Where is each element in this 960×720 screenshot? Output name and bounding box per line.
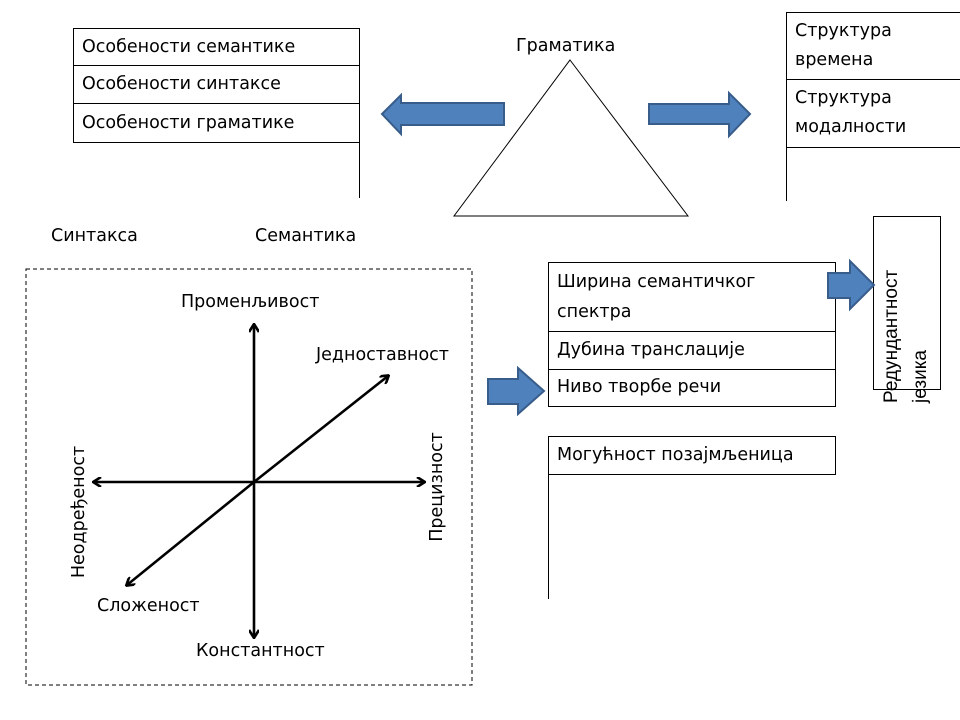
row-text: Структура: [795, 21, 892, 41]
axis-label-down: Константност: [196, 641, 325, 661]
grammar-triangle: [453, 59, 690, 217]
table-row: Ниво творбе речи: [548, 369, 836, 407]
row-text: Ниво творбе речи: [557, 377, 722, 397]
table-row: Структура модалности: [786, 79, 960, 148]
redundancy-box: Редундантност језика: [873, 216, 941, 403]
axis-label-left: Неодређеност: [69, 445, 89, 579]
row-text: Могућност позајмљеница: [557, 445, 794, 465]
table-row: Дубина транслације: [548, 331, 836, 370]
table-row: Ширина семантичког спектра: [548, 262, 836, 332]
axis-label-diag-up: Једноставност: [316, 345, 449, 365]
table-empty-edge: [548, 474, 549, 599]
block-arrow-right-small: [827, 258, 876, 312]
syntax-label: Синтакса: [51, 226, 138, 246]
row-text: модалности: [795, 117, 907, 137]
table-row: Могућност позајмљеница: [548, 436, 836, 475]
row-text: Особености синтаксе: [82, 74, 281, 94]
row-text: Структура: [795, 88, 892, 108]
row-text: спектра: [557, 302, 632, 322]
semantics-label: Семантика: [255, 226, 357, 246]
triangle-label: Граматика: [516, 36, 616, 56]
table-row: Особености граматике: [73, 103, 360, 143]
row-text: Ширина семантичког: [557, 272, 756, 292]
row-text: Дубина транслације: [557, 340, 745, 360]
row-text: Особености граматике: [82, 113, 295, 133]
block-arrow-right-top: [648, 90, 752, 139]
row-text: времена: [795, 50, 874, 70]
row-text: Особености семантике: [82, 37, 296, 57]
table-empty-edge: [786, 147, 787, 201]
table-row: Структура времена: [786, 12, 960, 80]
axis-label-right: Прецизност: [427, 432, 447, 542]
table-row: Особености семантике: [73, 28, 360, 66]
axis-diag-up-arrow: [253, 376, 388, 484]
block-arrow-right-middle: [487, 365, 546, 417]
axes-frame: [25, 268, 473, 686]
axis-label-diag-down: Сложеност: [97, 596, 200, 616]
axis-label-up: Променљивост: [181, 292, 320, 312]
axis-diag-down-arrow: [127, 480, 255, 585]
table-empty-edge: [358, 142, 360, 198]
block-arrow-left: [380, 92, 505, 137]
